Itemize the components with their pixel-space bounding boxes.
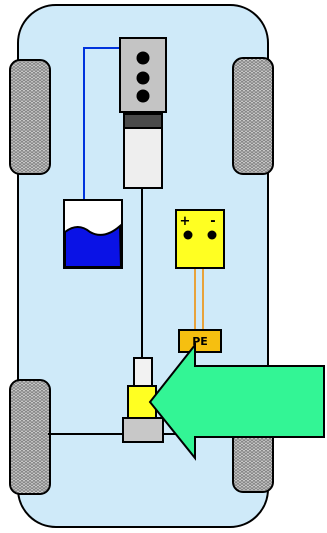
fluid-tank-icon <box>63 199 123 269</box>
battery-plus-label: + <box>180 214 191 229</box>
battery-minus-label: - <box>210 214 215 229</box>
pe-module-icon: PE <box>178 329 222 353</box>
battery-icon: + - <box>175 209 225 269</box>
reservoir-line <box>83 47 120 200</box>
tire-icon <box>9 379 51 495</box>
sensor-assembly <box>122 357 164 443</box>
tire-icon <box>9 59 51 175</box>
pointer-arrow-icon <box>148 342 325 461</box>
traffic-light-module-icon <box>119 37 167 189</box>
tire-icon <box>232 57 274 175</box>
pe-label: PE <box>192 335 208 348</box>
